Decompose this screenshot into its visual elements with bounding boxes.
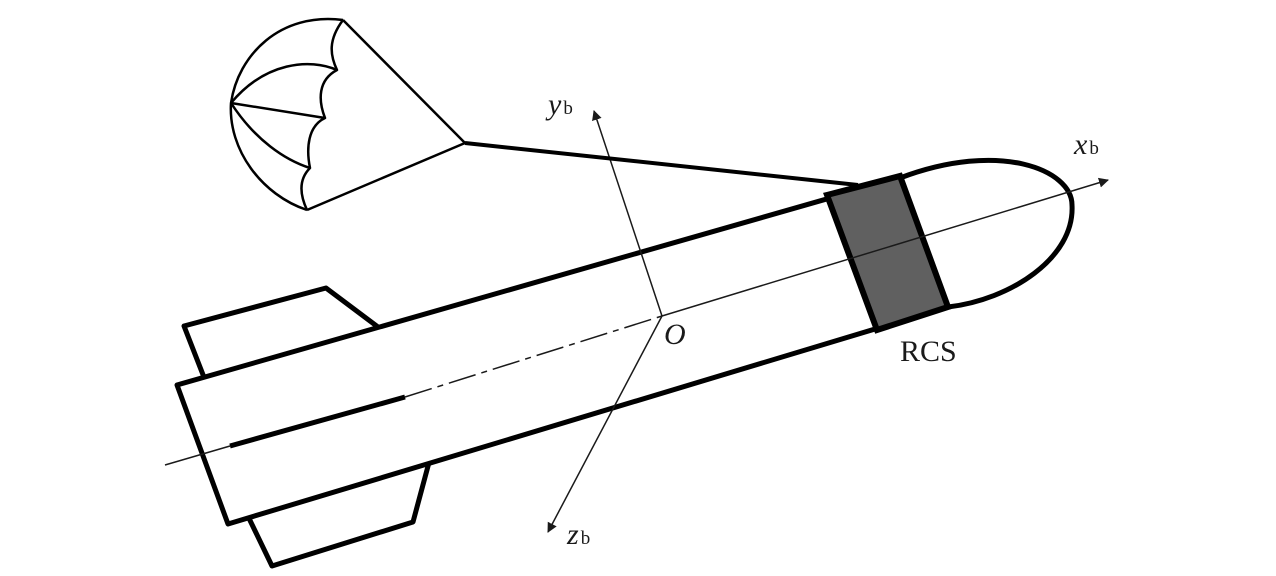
- origin-label: O: [664, 318, 686, 351]
- parachute-canopy: [229, 17, 345, 212]
- z-axis-arrow: [547, 315, 663, 533]
- rcs-label: RCS: [900, 335, 957, 368]
- x-axis-arrow: [661, 177, 1109, 317]
- centerline-thick-segment: [229, 394, 406, 449]
- y-axis-symbol: y: [548, 88, 562, 121]
- shroud-line-bottom: [306, 141, 466, 212]
- parachute-tether: [464, 141, 859, 187]
- x-axis-symbol: x: [1074, 128, 1088, 161]
- y-axis-arrow: [592, 110, 663, 317]
- shroud-line-top: [342, 19, 466, 144]
- x-axis-subscript: b: [1089, 138, 1099, 159]
- z-axis-symbol: z: [567, 518, 579, 551]
- z-axis-subscript: b: [580, 528, 591, 549]
- centerline-tail: [164, 445, 231, 466]
- rcs-band: [823, 172, 952, 334]
- y-axis-subscript: b: [563, 98, 573, 119]
